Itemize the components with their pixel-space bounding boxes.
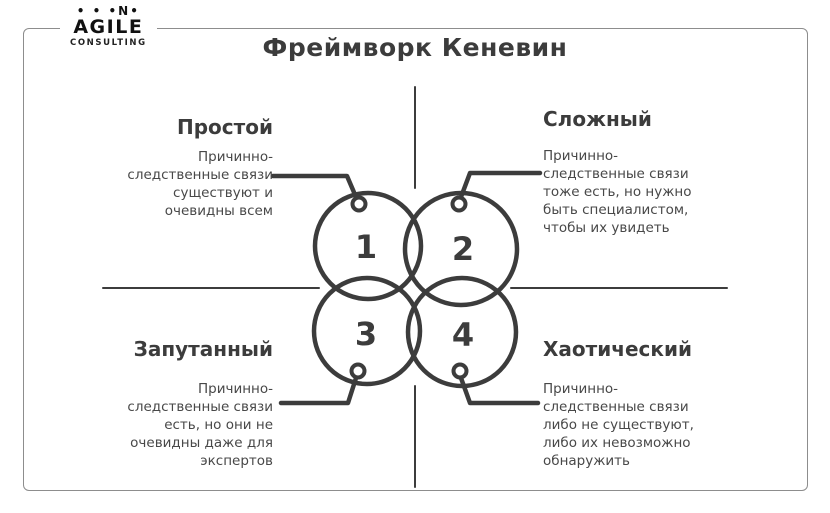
- quadrant-complicated-text: Сложный Причинно- следственные связи тож…: [543, 108, 743, 237]
- quadrant-simple-heading: Простой: [177, 115, 273, 139]
- quadrant-chaotic-description: Причинно- следственные связи либо не сущ…: [543, 381, 694, 469]
- circle-number-2: 2: [452, 230, 474, 268]
- pin-dot-2: [450, 195, 468, 213]
- quadrant-complicated-heading: Сложный: [543, 107, 652, 131]
- pin-dot-1: [350, 195, 368, 213]
- callout-connectors: [270, 170, 543, 406]
- quadrant-simple-description: Причинно- следственные связи существуют …: [127, 149, 273, 219]
- quadrant-complex-description: Причинно- следственные связи есть, но он…: [127, 381, 273, 469]
- quadrant-complex-text: Запутанный Причинно- следственные связи …: [73, 338, 273, 470]
- logo-name: AGILE: [73, 15, 144, 38]
- pin-dot-4: [451, 362, 469, 380]
- frame-border: [23, 28, 808, 491]
- circle-number-4: 4: [452, 316, 474, 354]
- quadrant-simple-text: Простой Причинно- следственные связи сущ…: [83, 116, 273, 220]
- quadrant-complex-heading: Запутанный: [133, 337, 273, 361]
- circle-number-3: 3: [355, 315, 377, 353]
- agile-consulting-logo: • • •N• AGILE CONSULTING: [60, 3, 157, 50]
- circle-1-simple: [312, 190, 424, 302]
- logo-subtitle: CONSULTING: [70, 37, 147, 48]
- logo-dots-icon: • • •N•: [76, 4, 140, 18]
- circle-number-1: 1: [355, 228, 377, 266]
- domain-circles: [311, 190, 520, 389]
- connector-simple: [270, 173, 359, 200]
- pin-dot-3: [349, 362, 367, 380]
- connector-chaotic: [458, 375, 541, 406]
- page-title: Фреймворк Кеневин: [262, 33, 568, 62]
- circle-3-complex: [311, 275, 423, 387]
- quadrant-axes: [102, 86, 728, 488]
- connector-pin-dots: [349, 195, 469, 380]
- quadrant-chaotic-text: Хаотический Причинно- следственные связи…: [543, 338, 753, 470]
- quadrant-chaotic-heading: Хаотический: [543, 337, 693, 361]
- connector-complex: [278, 375, 359, 406]
- quadrant-complicated-description: Причинно- следственные связи тоже есть, …: [543, 148, 692, 236]
- connector-complicated: [458, 170, 543, 200]
